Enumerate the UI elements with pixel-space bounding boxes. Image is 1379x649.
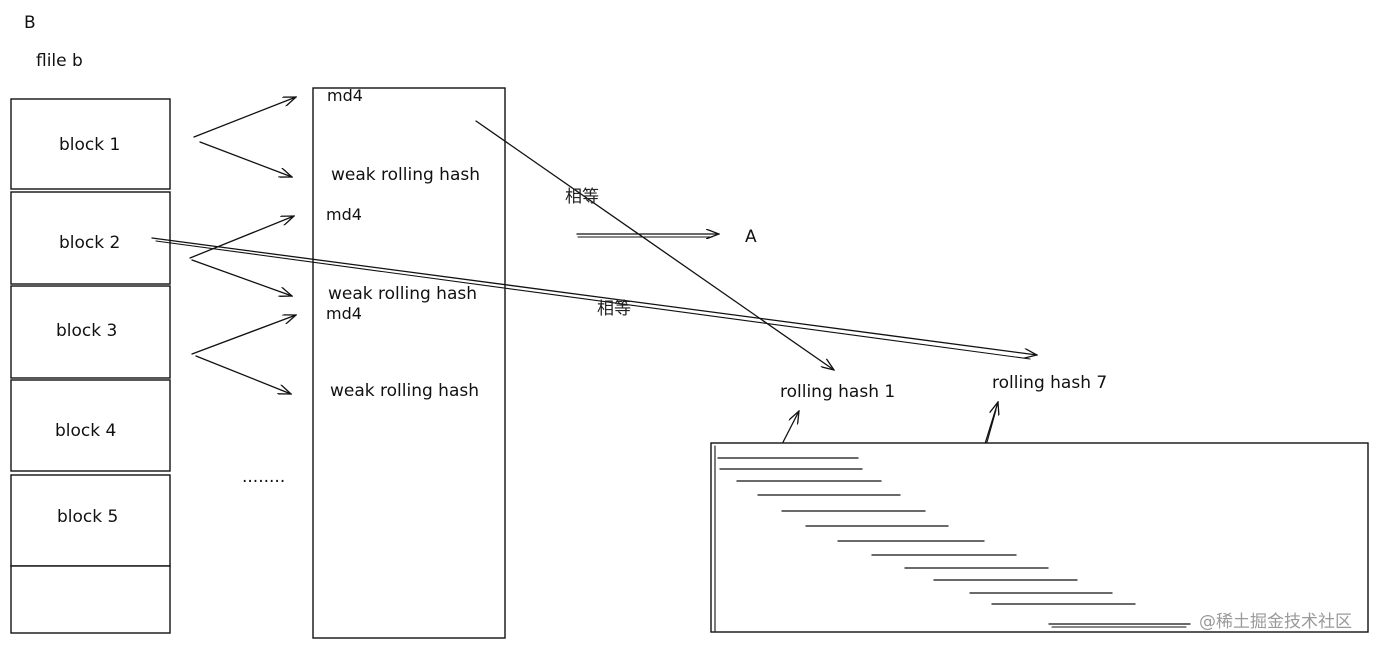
block-box-empty <box>10 565 171 634</box>
arrow-block2-to-rolling-7-sketch <box>155 240 1031 360</box>
arrow-block2-to-rolling-7 <box>151 237 1037 355</box>
label-b: B <box>24 13 36 33</box>
arrow-block2-weak <box>191 259 292 296</box>
rolling-hash-1-label: rolling hash 1 <box>780 382 895 402</box>
block-box-4 <box>10 379 171 472</box>
label-a: A <box>745 227 757 247</box>
hash-column-box <box>312 87 506 639</box>
md4-label-2: md4 <box>326 205 362 224</box>
md4-label-1: md4 <box>327 86 363 105</box>
hash-column: md4 weak rolling hash md4 weak rolling h… <box>312 86 506 639</box>
block-label-5: block 5 <box>57 507 118 527</box>
label-file: flile b <box>36 51 83 71</box>
block-arrows <box>189 97 296 394</box>
block-label-4: block 4 <box>55 421 116 441</box>
md4-label-3: md4 <box>326 304 362 323</box>
file-a-box <box>710 442 1369 633</box>
block-box-3 <box>10 285 171 379</box>
weak-hash-label-2: weak rolling hash <box>328 284 477 304</box>
block-box-5 <box>10 474 171 567</box>
rolling-hash-7-label: rolling hash 7 <box>992 373 1107 393</box>
arrow-block1-weak <box>199 141 292 177</box>
file-a-frame <box>710 442 1369 633</box>
arrow-block1-md4 <box>193 97 296 138</box>
block-label-2: block 2 <box>59 233 120 253</box>
arrow-block3-md4 <box>191 315 296 355</box>
weak-hash-label-3: weak rolling hash <box>330 381 479 401</box>
arrow-block3-weak <box>195 355 291 394</box>
watermark: @稀土掘金技术社区 <box>1199 612 1352 632</box>
equal-label-1: 相等 <box>565 187 599 207</box>
ellipsis: ........ <box>242 467 285 487</box>
equal-label-2: 相等 <box>597 299 631 319</box>
block-box-1 <box>10 98 171 190</box>
block-box-2 <box>10 191 171 285</box>
block-label-3: block 3 <box>56 321 117 341</box>
block-label-1: block 1 <box>59 135 120 155</box>
weak-hash-label-1: weak rolling hash <box>331 165 480 185</box>
arrow-md4-to-rolling-1 <box>475 120 834 370</box>
arrow-block2-md4 <box>189 216 294 259</box>
block-column: block 1 block 2 block 3 block 4 block 5 <box>10 98 171 634</box>
